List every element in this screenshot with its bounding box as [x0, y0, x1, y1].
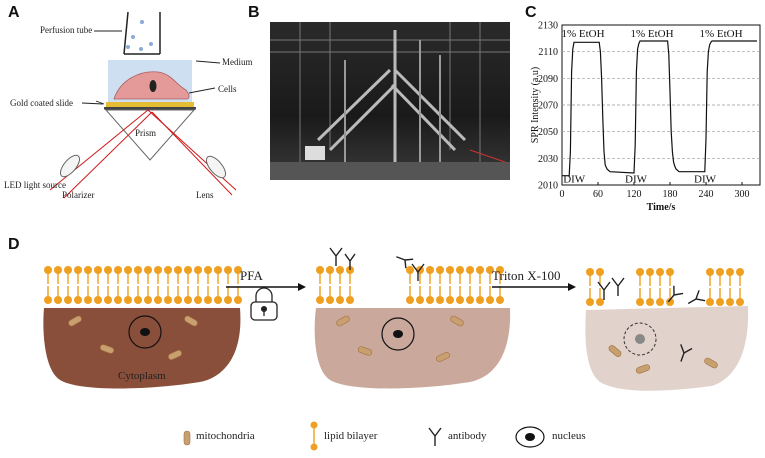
- legend-antibody-label: antibody: [448, 430, 487, 442]
- lock-icon: [250, 287, 278, 321]
- legend-mito-icon: [183, 430, 191, 446]
- annotation-label: DIW: [625, 173, 648, 185]
- label-lens: Lens: [196, 190, 214, 200]
- triton-label: Triton X-100: [492, 268, 561, 283]
- label-cells: Cells: [218, 84, 237, 94]
- cell-nucleus: [149, 80, 157, 92]
- mitochondria-group: [68, 315, 718, 374]
- lipid-layer-3: [586, 268, 744, 306]
- perfusion-tube: [123, 11, 161, 55]
- legend-nucleus-label: nucleus: [552, 430, 586, 442]
- panel-label-c: C: [525, 4, 537, 21]
- grid: [562, 51, 760, 159]
- cell-3: [585, 306, 749, 391]
- lens: [205, 155, 227, 179]
- annotation-label: DIW: [694, 173, 717, 185]
- legend-lipid-label: lipid bilayer: [324, 430, 378, 442]
- x-ticks: 0 60 120 180 240 300: [560, 182, 750, 200]
- gold-slide: [106, 102, 194, 107]
- x-tick-label: 300: [735, 189, 750, 200]
- y-tick-label: 2130: [538, 21, 558, 32]
- legend-nucleus-icon: [515, 426, 545, 448]
- cytoplasm-label: Cytoplasm: [118, 370, 166, 382]
- lipid-layer-2: [316, 266, 504, 304]
- cell-2: [314, 308, 511, 389]
- legend-antibody-icon: [428, 427, 442, 446]
- x-tick-label: 0: [560, 189, 565, 200]
- annotation-label: 1% EtOH: [561, 28, 604, 40]
- optical-rails: [316, 30, 467, 170]
- annotation-label: 1% EtOH: [699, 28, 742, 40]
- label-led: LED light source: [4, 180, 66, 190]
- y-tick-label: 2070: [538, 101, 558, 112]
- panel-label-d: D: [8, 236, 20, 253]
- legend-lipid-icon: [310, 421, 318, 451]
- nucleus-2: [381, 317, 415, 351]
- label-medium: Medium: [222, 57, 253, 67]
- process-arrows: [226, 283, 576, 291]
- y-tick-label: 2030: [538, 154, 558, 165]
- annotation-label: 1% EtOH: [630, 28, 673, 40]
- legend-mito-label: mitochondria: [196, 430, 255, 442]
- series-line: [562, 40, 757, 177]
- nucleus-3-permeabilized: [623, 322, 657, 356]
- annotations: 1% EtOH 1% EtOH 1% EtOH DIW DIW DIW: [561, 28, 742, 185]
- antibodies: [329, 247, 706, 362]
- x-tick-label: 240: [699, 189, 714, 200]
- panel-label-a: A: [8, 4, 20, 21]
- x-tick-label: 120: [627, 189, 642, 200]
- nucleus-1: [128, 315, 162, 349]
- y-ticks: 2010 2030 2050 2070 2090 2110 2130: [538, 21, 558, 192]
- lipid-layer-1: [44, 266, 242, 304]
- label-perfusion-tube: Perfusion tube: [40, 25, 93, 35]
- y-axis-label: SPR Intensity (a.u): [530, 67, 541, 143]
- y-tick-label: 2010: [538, 181, 558, 192]
- y-tick-label: 2090: [538, 74, 558, 85]
- label-gold-slide: Gold coated slide: [10, 98, 73, 108]
- pfa-label: PFA: [240, 268, 263, 283]
- label-prism: Prism: [135, 128, 157, 138]
- y-tick-label: 2110: [538, 47, 558, 58]
- polarizer: [59, 154, 81, 178]
- x-tick-label: 60: [593, 189, 603, 200]
- annotation-label: DIW: [563, 173, 586, 185]
- panel-label-b: B: [248, 4, 260, 21]
- label-polarizer: Polarizer: [62, 190, 95, 200]
- x-tick-label: 180: [663, 189, 678, 200]
- y-tick-label: 2050: [538, 127, 558, 138]
- x-axis-label: Time/s: [647, 202, 676, 213]
